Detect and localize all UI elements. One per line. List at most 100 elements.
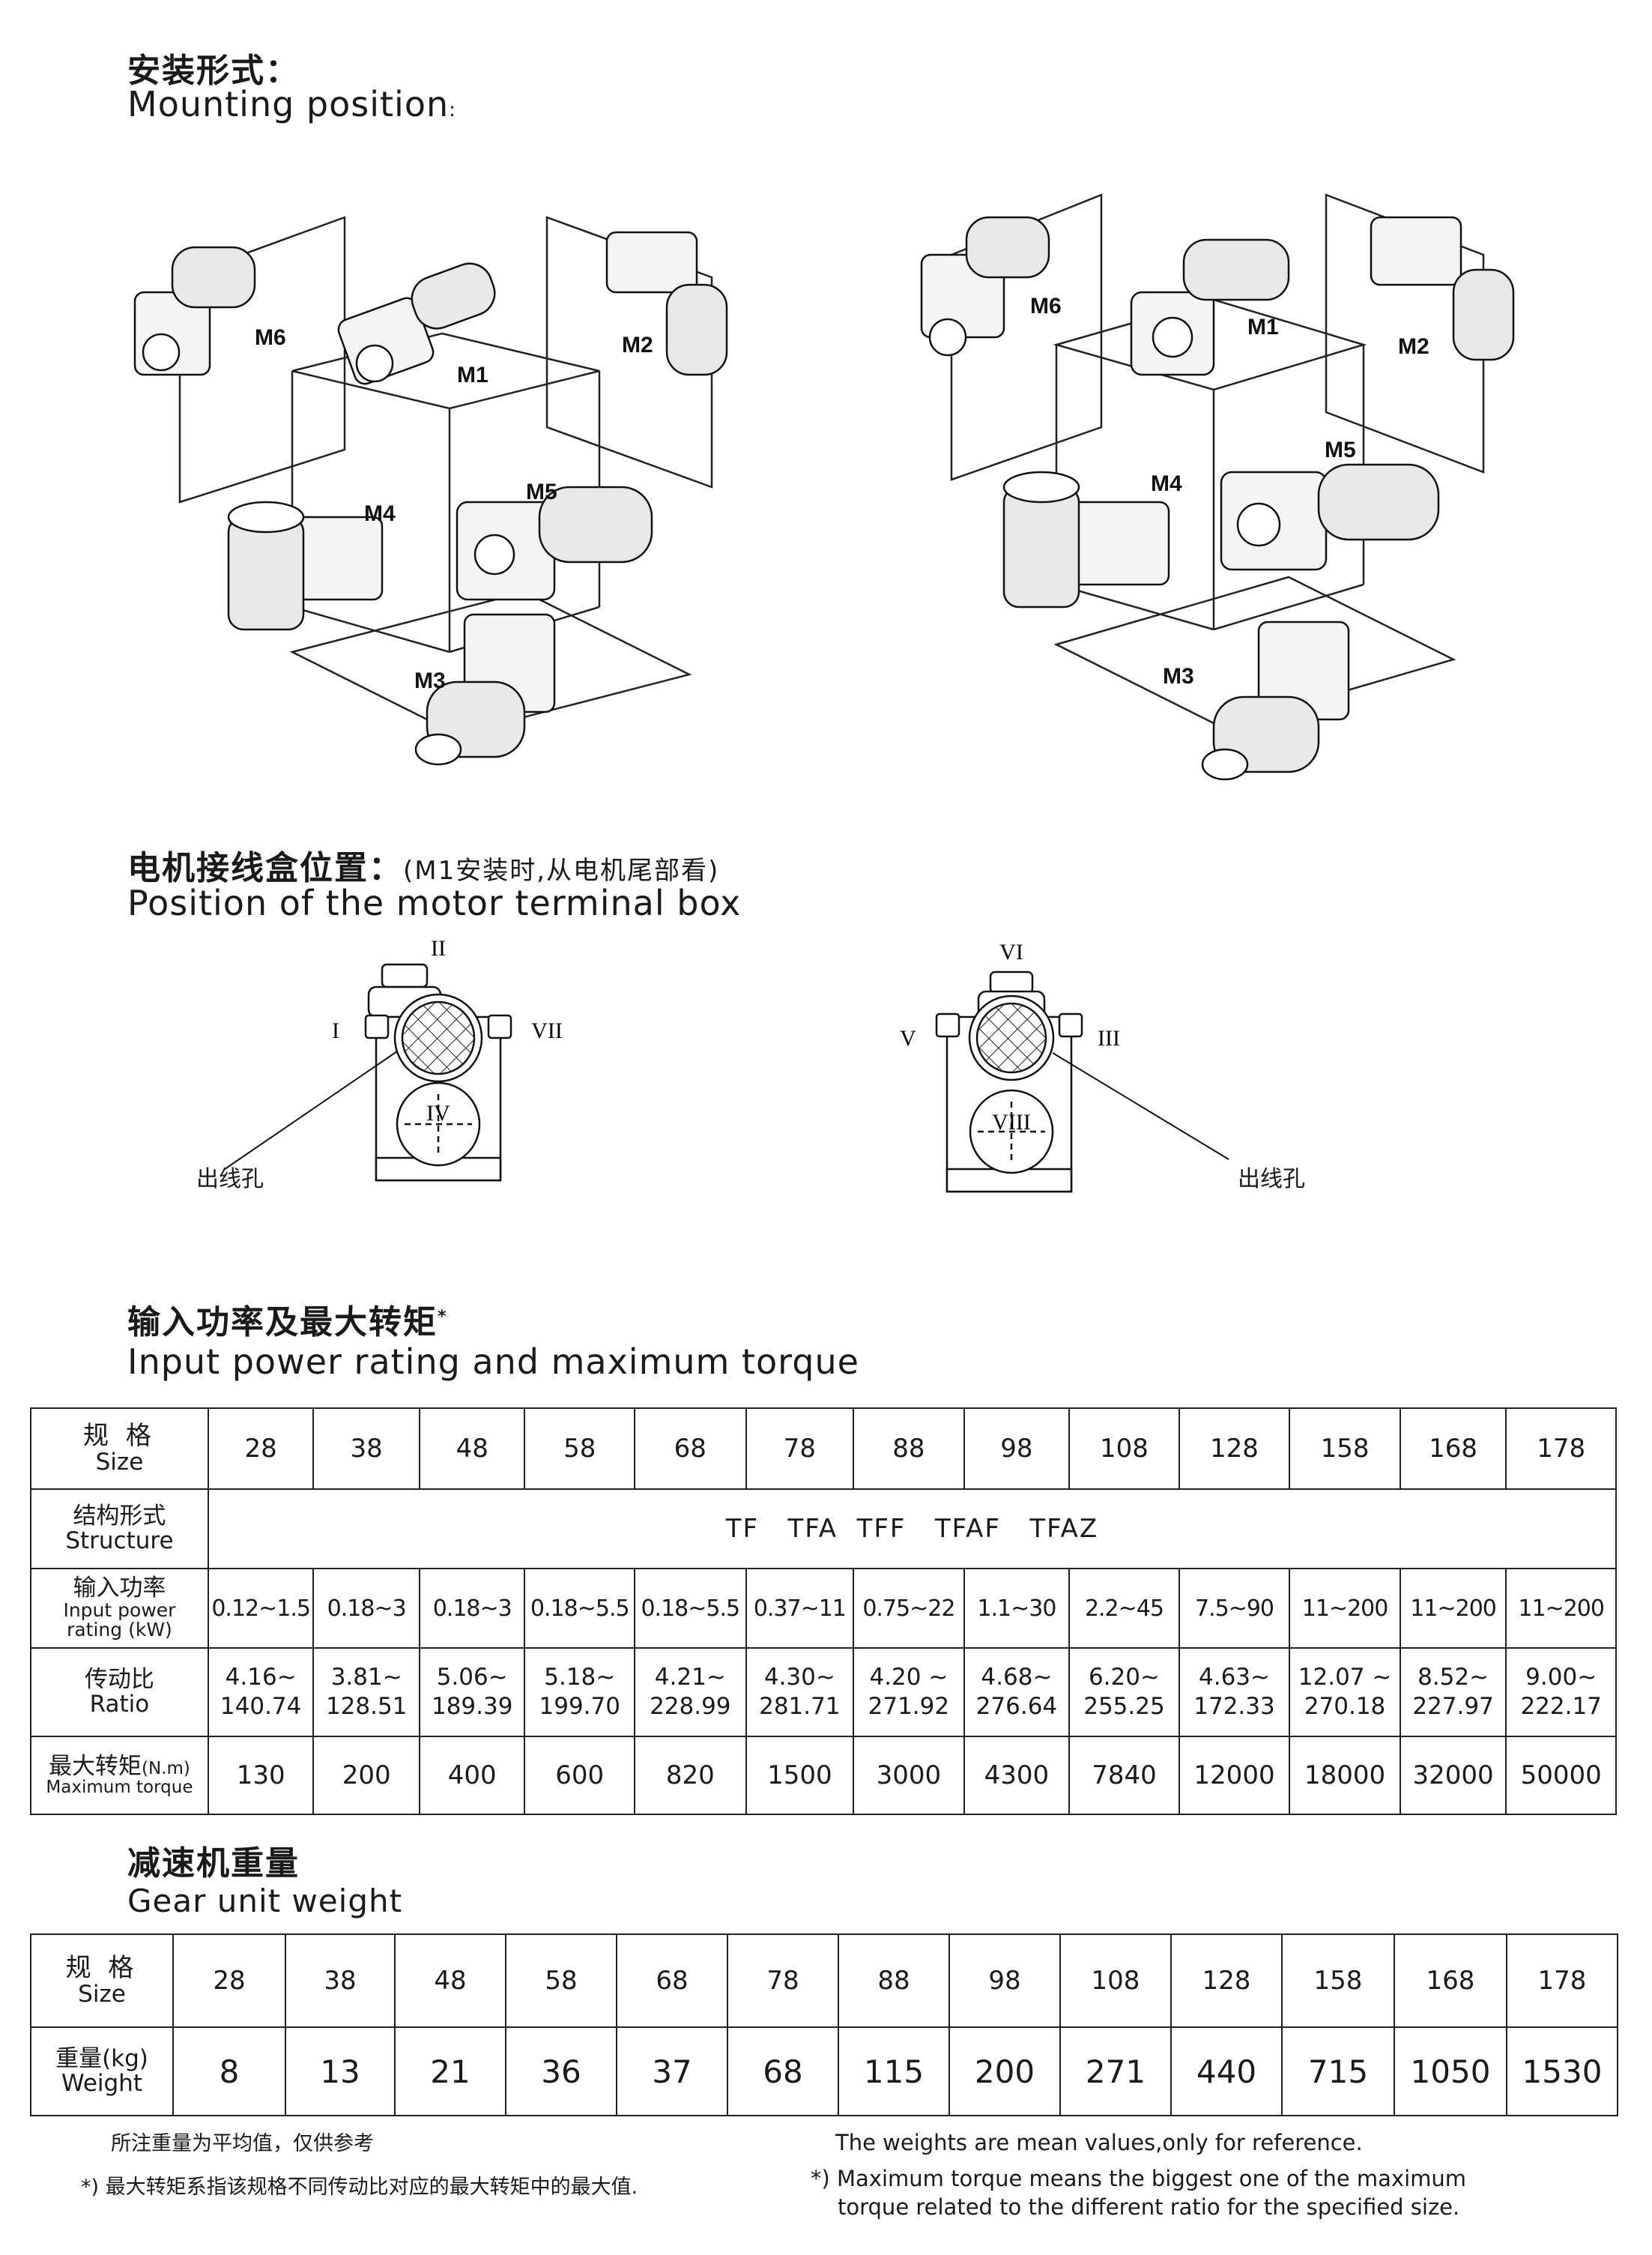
gear-unit-m2 <box>605 231 728 376</box>
torque-header: 最大转矩(N.m) Maximum torque <box>30 1736 209 1815</box>
size-cell: 98 <box>963 1407 1071 1490</box>
torque-cell: 820 <box>634 1736 747 1815</box>
gear-unit-m4 <box>227 501 384 631</box>
ratio-cell: 9.00~222.17 <box>1505 1647 1617 1737</box>
torque-cell: 32000 <box>1399 1736 1507 1815</box>
torque-cell: 7840 <box>1068 1736 1180 1815</box>
table-row-weight: 重量(kg) Weight 8 13 21 36 37 68 115 200 2… <box>30 2026 1618 2116</box>
footnote-weight-en: The weights are mean values,only for ref… <box>835 2130 1363 2155</box>
power-cell: 0.18~3 <box>312 1568 420 1649</box>
weight-cell: 68 <box>727 2026 839 2116</box>
weight-cell: 1050 <box>1394 2026 1507 2116</box>
size-cell: 108 <box>1068 1407 1180 1490</box>
weight-cell: 200 <box>948 2026 1061 2116</box>
footnote-torque-en-1: *) Maximum torque means the biggest one … <box>811 2166 1466 2191</box>
weight-size-cell: 168 <box>1394 1933 1507 2028</box>
weight-title-en: Gear unit weight <box>127 1883 403 1919</box>
power-cell: 0.18~3 <box>418 1568 526 1649</box>
mounting-diagram-left: M6 M1 M2 M4 M5 M3 <box>133 216 728 766</box>
outlet-hole-label-left: 出线孔 <box>196 1166 264 1192</box>
size-cell: 48 <box>418 1407 526 1490</box>
label-m2-r: M2 <box>1398 334 1429 359</box>
weight-size-header: 规 格 Size <box>30 1933 174 2028</box>
footnote-weight-zh: 所注重量为平均值，仅供参考 <box>111 2132 374 2155</box>
power-cell: 11~200 <box>1505 1568 1617 1649</box>
terminal-right-pos-center: VIII <box>992 1110 1031 1135</box>
structure-value: TF TFA TFF TFAF TFAZ <box>207 1488 1618 1569</box>
mounting-title-zh: 安装形式： <box>127 52 300 90</box>
power-header: 输入功率 Input power rating (kW) <box>30 1568 209 1649</box>
torque-cell: 18000 <box>1289 1736 1401 1815</box>
weight-header: 重量(kg) Weight <box>30 2026 174 2116</box>
gear-unit-m3-r <box>1201 621 1350 781</box>
torque-cell: 50000 <box>1505 1736 1617 1815</box>
ratio-cell: 3.81~128.51 <box>312 1647 420 1737</box>
weight-cell: 115 <box>838 2026 950 2116</box>
gear-unit-m2-r <box>1370 216 1515 361</box>
terminal-left-pos-top: II <box>431 936 446 961</box>
weight-cell: 271 <box>1059 2026 1172 2116</box>
terminal-left-pos-center: IV <box>426 1101 450 1126</box>
power-cell: 0.12~1.5 <box>207 1568 315 1649</box>
ratio-cell: 5.06~189.39 <box>418 1647 526 1737</box>
power-torque-table: 规 格 Size 28 38 48 58 68 78 88 98 108 128… <box>30 1407 1618 1815</box>
gear-unit-m1-r <box>1130 238 1290 376</box>
weight-size-cell: 48 <box>394 1933 506 2028</box>
size-cell: 78 <box>745 1407 855 1490</box>
torque-cell: 200 <box>312 1736 420 1815</box>
size-cell: 38 <box>312 1407 420 1490</box>
torque-cell: 400 <box>418 1736 526 1815</box>
terminal-box-diagram-left: II I VII IV <box>224 936 563 1182</box>
size-cell: 158 <box>1289 1407 1401 1490</box>
label-m4: M4 <box>364 501 396 526</box>
gear-unit-m5 <box>456 486 653 601</box>
power-cell: 0.18~5.5 <box>634 1568 747 1649</box>
structure-header: 结构形式 Structure <box>30 1488 209 1569</box>
weight-size-cell: 178 <box>1506 1933 1618 2028</box>
size-header: 规 格 Size <box>30 1407 209 1490</box>
power-title-zh: 输入功率及最大转矩* <box>127 1303 448 1341</box>
weight-cell: 1530 <box>1506 2026 1618 2116</box>
terminal-right-pos-right: III <box>1098 1026 1120 1051</box>
size-cell: 88 <box>853 1407 965 1490</box>
ratio-cell: 6.20~255.25 <box>1068 1647 1180 1737</box>
gear-unit-m4-r <box>1002 471 1170 609</box>
outlet-hole-label-right: 出线孔 <box>1238 1166 1305 1192</box>
power-cell: 11~200 <box>1399 1568 1507 1649</box>
ratio-cell: 4.63~172.33 <box>1178 1647 1291 1737</box>
terminal-left-pos-left: I <box>332 1018 339 1043</box>
weight-size-cell: 128 <box>1170 1933 1283 2028</box>
terminal-title-zh: 电机接线盒位置：(M1安装时,从电机尾部看) <box>127 849 720 887</box>
mounting-diagram-right: M6 M1 M2 M4 M5 M3 <box>920 193 1515 781</box>
label-m4-r: M4 <box>1151 471 1182 496</box>
size-cell: 178 <box>1505 1407 1617 1490</box>
label-m2: M2 <box>622 333 653 357</box>
torque-cell: 4300 <box>963 1736 1071 1815</box>
size-cell: 68 <box>634 1407 747 1490</box>
power-cell: 0.18~5.5 <box>524 1568 636 1649</box>
weight-cell: 37 <box>616 2026 728 2116</box>
power-cell: 1.1~30 <box>963 1568 1071 1649</box>
gear-unit-m3 <box>414 613 556 766</box>
size-cell: 28 <box>207 1407 315 1490</box>
ratio-cell: 4.68~276.64 <box>963 1647 1071 1737</box>
terminal-right-pos-left: V <box>900 1026 916 1051</box>
terminal-box-diagram-right: VI V III VIII <box>900 940 1229 1193</box>
ratio-cell: 4.30~281.71 <box>745 1647 855 1737</box>
label-m5: M5 <box>526 480 557 504</box>
table-row-torque: 最大转矩(N.m) Maximum torque 130 200 400 600… <box>30 1736 1617 1815</box>
weight-size-cell: 58 <box>505 1933 617 2028</box>
ratio-cell: 4.21~228.99 <box>634 1647 747 1737</box>
ratio-header: 传动比 Ratio <box>30 1647 209 1737</box>
torque-cell: 1500 <box>745 1736 855 1815</box>
weight-cell: 21 <box>394 2026 506 2116</box>
weight-size-cell: 108 <box>1059 1933 1172 2028</box>
weight-size-cell: 68 <box>616 1933 728 2028</box>
label-m1-r: M1 <box>1247 315 1279 339</box>
power-cell: 0.75~22 <box>853 1568 965 1649</box>
ratio-cell: 5.18~199.70 <box>524 1647 636 1737</box>
weight-size-cell: 88 <box>838 1933 950 2028</box>
table-row-power: 输入功率 Input power rating (kW) 0.12~1.5 0.… <box>30 1568 1617 1649</box>
torque-cell: 130 <box>207 1736 315 1815</box>
table-row-size: 规 格 Size 28 38 48 58 68 78 88 98 108 128… <box>30 1407 1617 1490</box>
